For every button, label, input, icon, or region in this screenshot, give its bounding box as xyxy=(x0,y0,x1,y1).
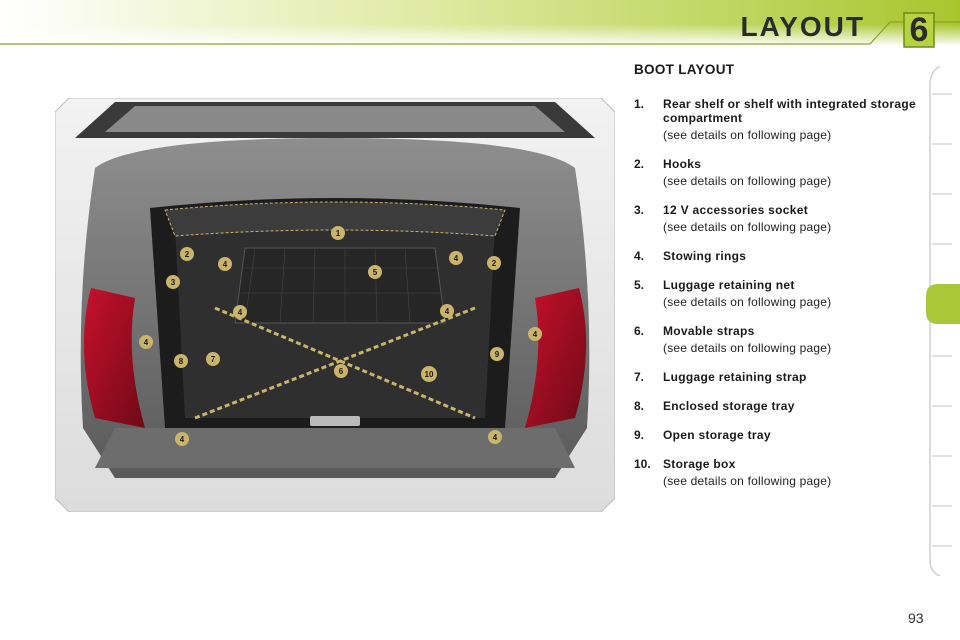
marker-4b: 4 xyxy=(454,254,459,263)
list-item: 5. Luggage retaining net (see details on… xyxy=(634,278,924,309)
boot-items-list: 1. Rear shelf or shelf with integrated s… xyxy=(634,97,924,503)
list-item: 8. Enclosed storage tray xyxy=(634,399,924,413)
item-number: 3. xyxy=(634,203,645,217)
item-number: 9. xyxy=(634,428,645,442)
list-item: 1. Rear shelf or shelf with integrated s… xyxy=(634,97,924,142)
item-detail: (see details on following page) xyxy=(663,341,832,355)
marker-4c: 4 xyxy=(238,308,243,317)
marker-4e: 4 xyxy=(144,338,149,347)
item-label: Luggage retaining net xyxy=(663,278,795,292)
section-title: BOOT LAYOUT xyxy=(634,62,735,77)
item-number: 4. xyxy=(634,249,645,263)
list-item: 4. Stowing rings xyxy=(634,249,924,263)
header-gradient xyxy=(0,0,960,45)
item-label: Stowing rings xyxy=(663,249,747,263)
marker-2-right: 2 xyxy=(492,259,497,268)
item-label: Hooks xyxy=(663,157,702,171)
item-detail: (see details on following page) xyxy=(663,474,832,488)
side-tabs-graphic xyxy=(926,65,960,577)
boot-illustration: 1 2 2 3 4 4 4 4 4 4 4 4 5 6 7 8 9 10 xyxy=(54,97,616,513)
marker-6: 6 xyxy=(339,367,344,376)
item-label: Enclosed storage tray xyxy=(663,399,795,413)
chapter-side-tabs xyxy=(926,65,960,577)
page-number: 93 xyxy=(908,610,924,626)
item-label: Storage box xyxy=(663,457,736,471)
marker-5: 5 xyxy=(373,268,378,277)
item-detail: (see details on following page) xyxy=(663,295,832,309)
item-label: 12 V accessories socket xyxy=(663,203,808,217)
list-item: 3. 12 V accessories socket (see details … xyxy=(634,203,924,234)
marker-9: 9 xyxy=(495,350,500,359)
item-detail: (see details on following page) xyxy=(663,174,832,188)
list-item: 9. Open storage tray xyxy=(634,428,924,442)
list-item: 7. Luggage retaining strap xyxy=(634,370,924,384)
header-band: LAYOUT 6 xyxy=(0,0,960,58)
list-item: 10. Storage box (see details on followin… xyxy=(634,457,924,488)
marker-10: 10 xyxy=(425,370,434,379)
item-number: 8. xyxy=(634,399,645,413)
item-number: 2. xyxy=(634,157,645,171)
item-number: 5. xyxy=(634,278,645,292)
figure-markers: 1 2 2 3 4 4 4 4 4 4 4 4 5 6 7 8 9 10 xyxy=(139,226,542,446)
item-label: Movable straps xyxy=(663,324,755,338)
item-number: 6. xyxy=(634,324,645,338)
item-label: Open storage tray xyxy=(663,428,771,442)
page-title: LAYOUT xyxy=(740,11,865,42)
boot-layout-figure: 1 2 2 3 4 4 4 4 4 4 4 4 5 6 7 8 9 10 xyxy=(54,97,616,513)
item-label: Luggage retaining strap xyxy=(663,370,807,384)
marker-2-left: 2 xyxy=(185,250,190,259)
item-detail: (see details on following page) xyxy=(663,220,832,234)
marker-4d: 4 xyxy=(445,307,450,316)
marker-4g: 4 xyxy=(180,435,185,444)
chapter-badge: 6 xyxy=(900,10,938,50)
marker-4h: 4 xyxy=(493,433,498,442)
marker-7: 7 xyxy=(211,355,216,364)
list-item: 2. Hooks (see details on following page) xyxy=(634,157,924,188)
chapter-number: 6 xyxy=(909,11,929,49)
item-number: 10. xyxy=(634,457,651,471)
item-label: Rear shelf or shelf with integrated stor… xyxy=(663,97,916,125)
active-chapter-tab[interactable] xyxy=(926,284,960,324)
marker-8: 8 xyxy=(179,357,184,366)
list-item: 6. Movable straps (see details on follow… xyxy=(634,324,924,355)
item-detail: (see details on following page) xyxy=(663,128,832,142)
marker-4f: 4 xyxy=(533,330,538,339)
marker-3: 3 xyxy=(171,278,176,287)
marker-1: 1 xyxy=(336,229,341,238)
chapter-badge-shape xyxy=(903,12,935,48)
marker-4a: 4 xyxy=(223,260,228,269)
item-number: 1. xyxy=(634,97,645,111)
item-number: 7. xyxy=(634,370,645,384)
